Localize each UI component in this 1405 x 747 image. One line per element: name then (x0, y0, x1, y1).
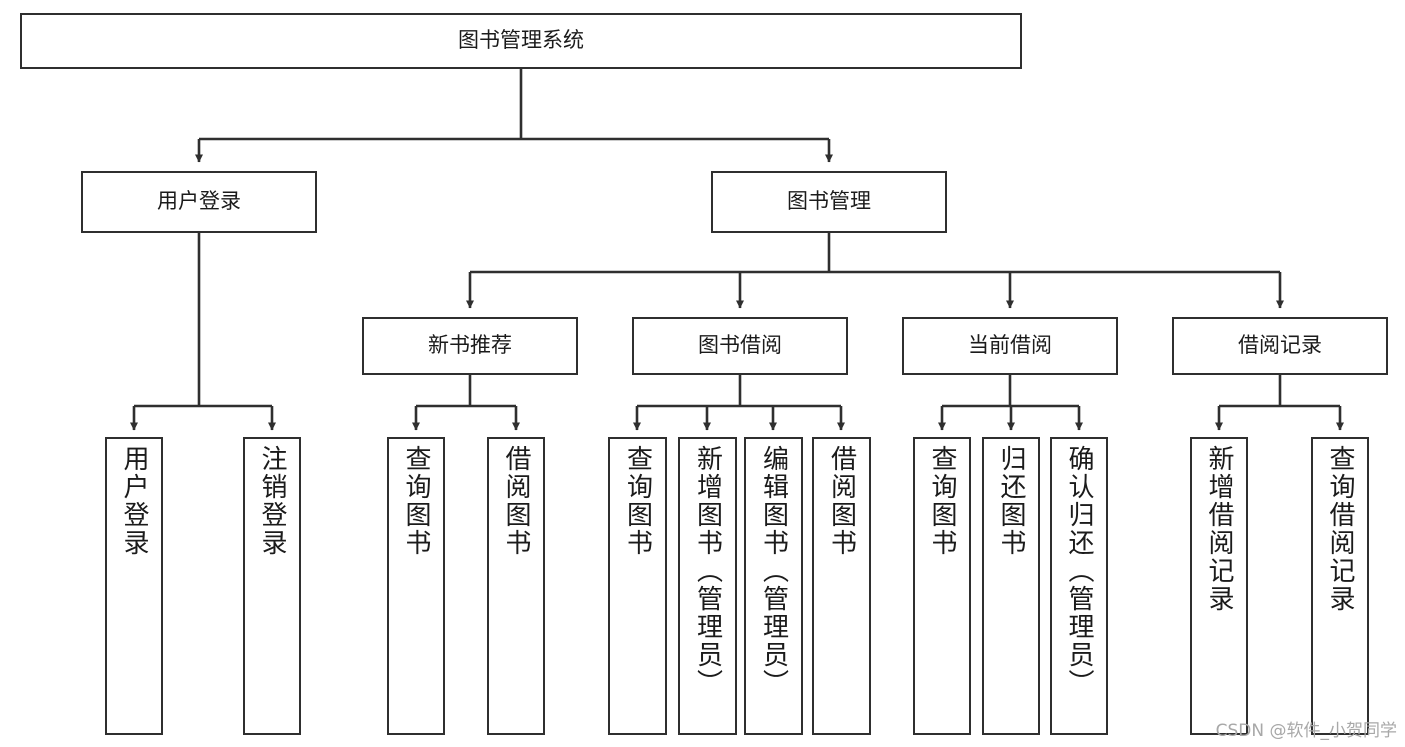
node-book-borrow[interactable]: 图书借阅 (632, 317, 848, 375)
node-new-book-recommend[interactable]: 新书推荐 (362, 317, 578, 375)
leaf-user-login-label: 用户登录 (119, 445, 149, 557)
leaf-borrow-book-recommend[interactable]: 借阅图书 (487, 437, 545, 735)
leaf-return-book[interactable]: 归还图书 (982, 437, 1040, 735)
leaf-query-book-recommend-label: 查询图书 (401, 445, 431, 557)
leaf-add-borrow-record[interactable]: 新增借阅记录 (1190, 437, 1248, 735)
node-user-login[interactable]: 用户登录 (81, 171, 317, 233)
leaf-borrow-book[interactable]: 借阅图书 (812, 437, 871, 735)
node-current-borrow-label: 当前借阅 (968, 333, 1052, 358)
leaf-return-book-label: 归还图书 (996, 445, 1026, 557)
node-user-login-label: 用户登录 (157, 189, 241, 214)
leaf-borrow-book-recommend-label: 借阅图书 (501, 445, 531, 557)
leaf-query-borrow-record[interactable]: 查询借阅记录 (1311, 437, 1369, 735)
leaf-query-borrow-record-label: 查询借阅记录 (1325, 445, 1355, 613)
leaf-confirm-return-admin-label: 确认归还（管理员） (1064, 445, 1094, 697)
leaf-confirm-return-admin[interactable]: 确认归还（管理员） (1050, 437, 1108, 735)
leaf-logout-login-label: 注销登录 (257, 445, 287, 557)
leaf-logout-login[interactable]: 注销登录 (243, 437, 301, 735)
node-new-book-recommend-label: 新书推荐 (428, 333, 512, 358)
connector-recommend-to-leaves (412, 375, 520, 431)
leaf-add-book-admin[interactable]: 新增图书（管理员） (678, 437, 737, 735)
leaf-user-login[interactable]: 用户登录 (105, 437, 163, 735)
connector-root-to-level2 (195, 69, 833, 163)
node-borrow-record[interactable]: 借阅记录 (1172, 317, 1388, 375)
leaf-edit-book-admin[interactable]: 编辑图书（管理员） (744, 437, 803, 735)
leaf-borrow-book-label: 借阅图书 (826, 445, 857, 557)
leaf-add-book-admin-label: 新增图书（管理员） (692, 445, 723, 697)
node-root[interactable]: 图书管理系统 (20, 13, 1022, 69)
connector-bookmgmt-to-level3 (466, 233, 1284, 309)
node-book-management[interactable]: 图书管理 (711, 171, 947, 233)
leaf-edit-book-admin-label: 编辑图书（管理员） (758, 445, 789, 697)
node-root-label: 图书管理系统 (458, 28, 584, 53)
connector-userlogin-to-leaves (130, 233, 276, 431)
connector-borrow-to-leaves (633, 375, 845, 431)
leaf-query-book-current[interactable]: 查询图书 (913, 437, 971, 735)
leaf-add-borrow-record-label: 新增借阅记录 (1204, 445, 1234, 613)
node-book-borrow-label: 图书借阅 (698, 333, 782, 358)
connector-current-to-leaves (938, 375, 1083, 431)
leaf-query-book-borrow[interactable]: 查询图书 (608, 437, 667, 735)
node-current-borrow[interactable]: 当前借阅 (902, 317, 1118, 375)
connector-record-to-leaves (1215, 375, 1344, 431)
leaf-query-book-borrow-label: 查询图书 (622, 445, 653, 557)
leaf-query-book-recommend[interactable]: 查询图书 (387, 437, 445, 735)
node-borrow-record-label: 借阅记录 (1238, 333, 1322, 358)
node-book-management-label: 图书管理 (787, 189, 871, 214)
leaf-query-book-current-label: 查询图书 (927, 445, 957, 557)
